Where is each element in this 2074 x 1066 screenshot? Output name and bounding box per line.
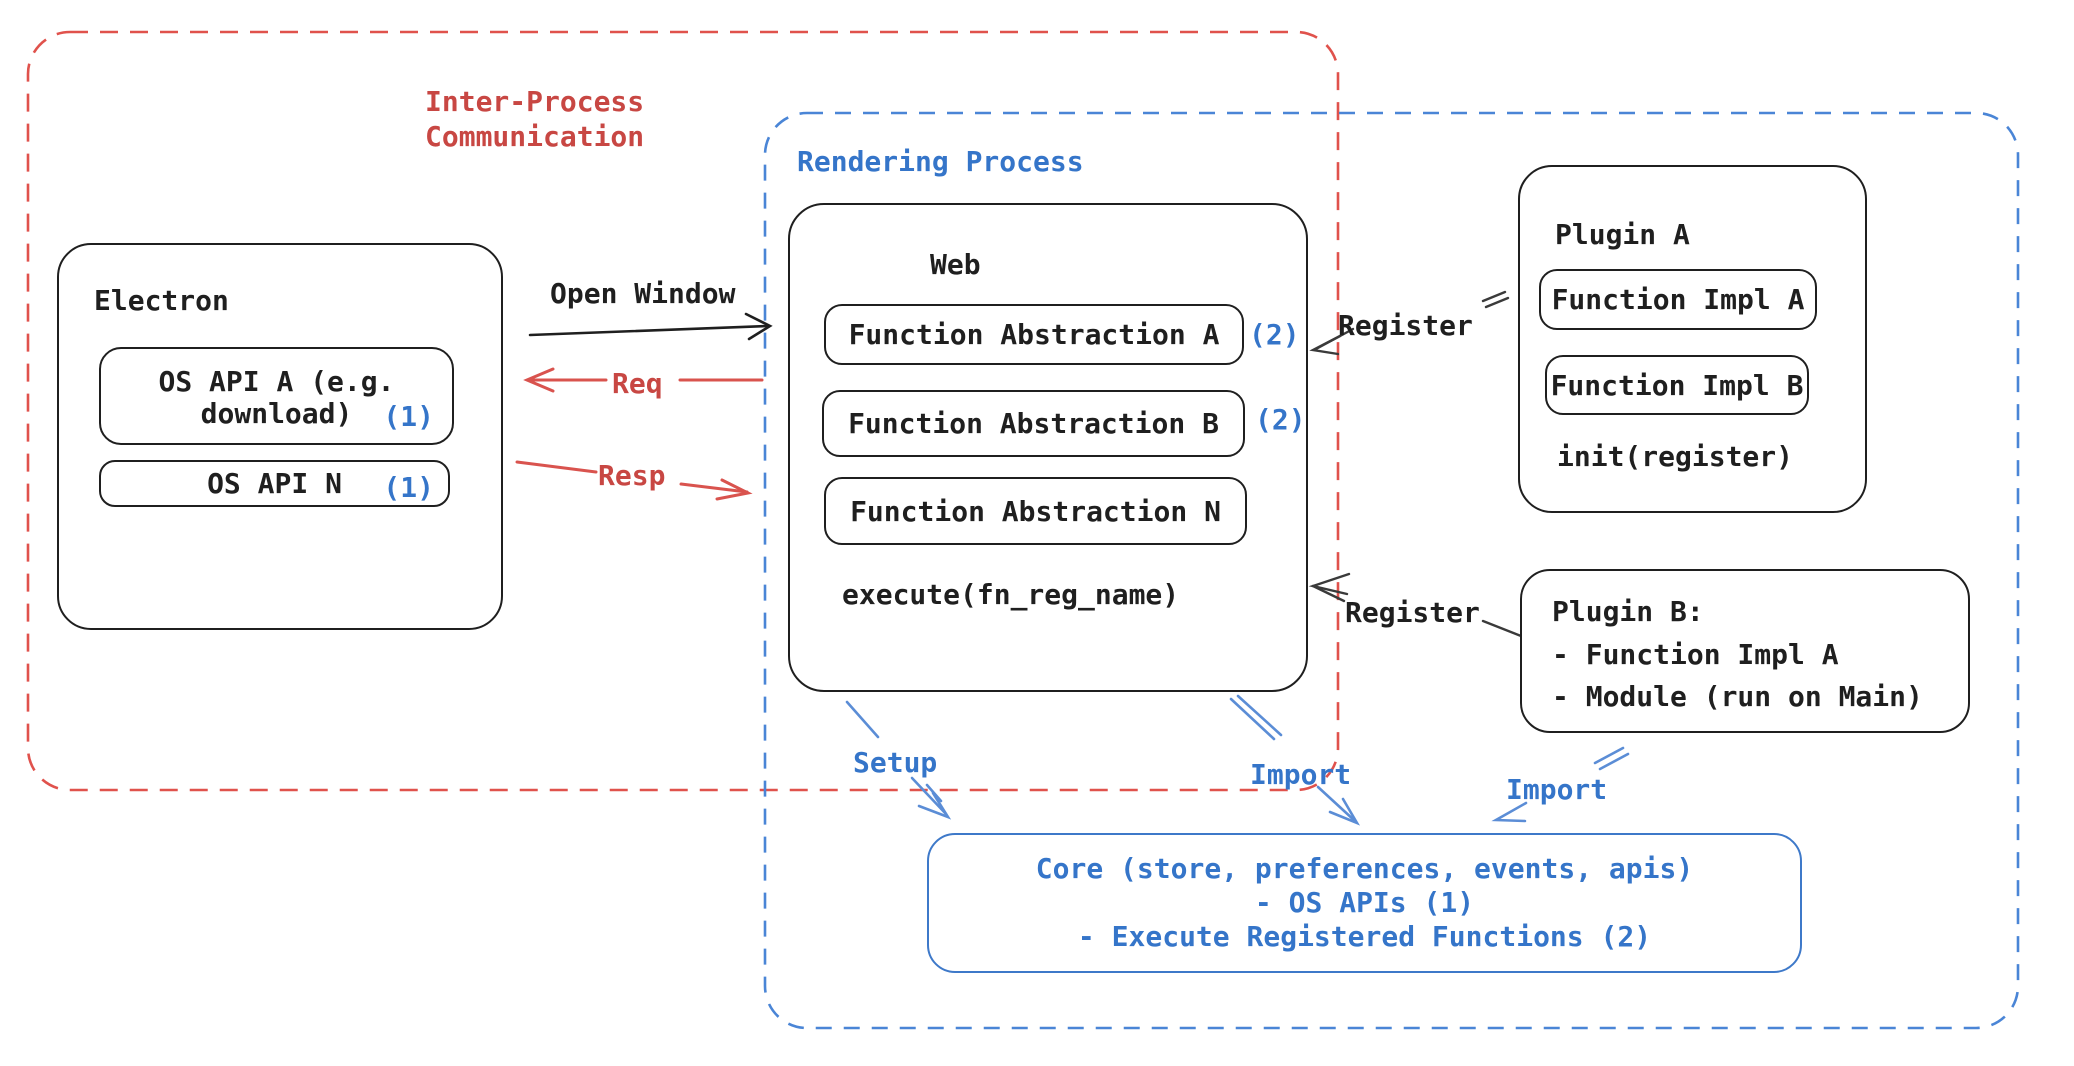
electron-box: Electron OS API A (e.g.download) (1) OS … — [57, 243, 503, 630]
os-api-a-label: OS API A (e.g.download) — [158, 365, 395, 430]
setup-label: Setup — [853, 746, 938, 779]
core-line-2: - OS APIs (1) — [1254, 886, 1475, 919]
function-abstraction-b-badge: (2) — [1255, 403, 1306, 436]
plugin-b-box: Plugin B: - Function Impl A - Module (ru… — [1520, 569, 1970, 733]
function-impl-b-box: Function Impl B — [1545, 355, 1809, 415]
function-abstraction-a-box: Function Abstraction A — [824, 304, 1244, 365]
function-impl-b-label: Function Impl B — [1550, 368, 1804, 402]
plugin-b-item-impl-a: - Function Impl A — [1552, 637, 1839, 671]
core-box: Core (store, preferences, events, apis) … — [927, 833, 1802, 973]
open-window-arrow — [528, 312, 773, 341]
register-a-label: Register — [1338, 309, 1473, 342]
core-line-1: Core (store, preferences, events, apis) — [1035, 852, 1694, 885]
electron-title: Electron — [94, 284, 229, 317]
register-b-label: Register — [1345, 596, 1480, 629]
web-title: Web — [930, 248, 981, 281]
core-line-3: - Execute Registered Functions (2) — [1077, 920, 1652, 953]
function-abstraction-a-label: Function Abstraction A — [848, 318, 1220, 351]
register-b-arrow — [1308, 572, 1523, 638]
function-abstraction-b-label: Function Abstraction B — [848, 407, 1219, 440]
plugin-a-box: Plugin A Function Impl A Function Impl B… — [1518, 165, 1867, 513]
plugin-b-item-module: - Module (run on Main) — [1552, 680, 1923, 713]
import-web-label: Import — [1250, 758, 1352, 791]
function-abstraction-b-box: Function Abstraction B — [822, 390, 1245, 457]
init-register-label: init(register) — [1557, 440, 1794, 473]
rendering-dashed-boundary — [763, 111, 2020, 1030]
os-api-a-box: OS API A (e.g.download) (1) — [99, 347, 454, 445]
web-box: Web Function Abstraction A (2) Function … — [788, 203, 1308, 692]
function-abstraction-n-label: Function Abstraction N — [850, 494, 1221, 528]
ipc-dashed-boundary — [26, 30, 1340, 792]
function-abstraction-n-box: Function Abstraction N — [824, 477, 1247, 545]
rendering-region-label: Rendering Process — [797, 145, 1084, 178]
import-plugin-label: Import — [1506, 773, 1608, 806]
import-plugin-arrow — [1491, 746, 1630, 823]
plugin-b-title: Plugin B: — [1552, 595, 1704, 628]
req-label: Req — [612, 367, 663, 400]
plugin-a-title: Plugin A — [1555, 218, 1690, 251]
os-api-n-label: OS API N — [207, 467, 342, 500]
resp-arrow — [515, 460, 753, 501]
os-api-a-badge: (1) — [383, 400, 434, 433]
os-api-n-badge: (1) — [383, 471, 434, 504]
req-arrow — [523, 367, 764, 393]
os-api-n-box: OS API N (1) — [99, 460, 450, 507]
function-abstraction-a-badge: (2) — [1249, 318, 1300, 351]
execute-label: execute(fn_reg_name) — [842, 578, 1180, 611]
open-window-label: Open Window — [550, 277, 736, 310]
import-web-arrow — [1229, 694, 1361, 826]
register-a-arrow — [1309, 290, 1510, 356]
function-impl-a-label: Function Impl A — [1551, 283, 1805, 316]
setup-arrow — [845, 700, 952, 820]
resp-label: Resp — [598, 459, 666, 492]
function-impl-a-box: Function Impl A — [1539, 269, 1817, 330]
